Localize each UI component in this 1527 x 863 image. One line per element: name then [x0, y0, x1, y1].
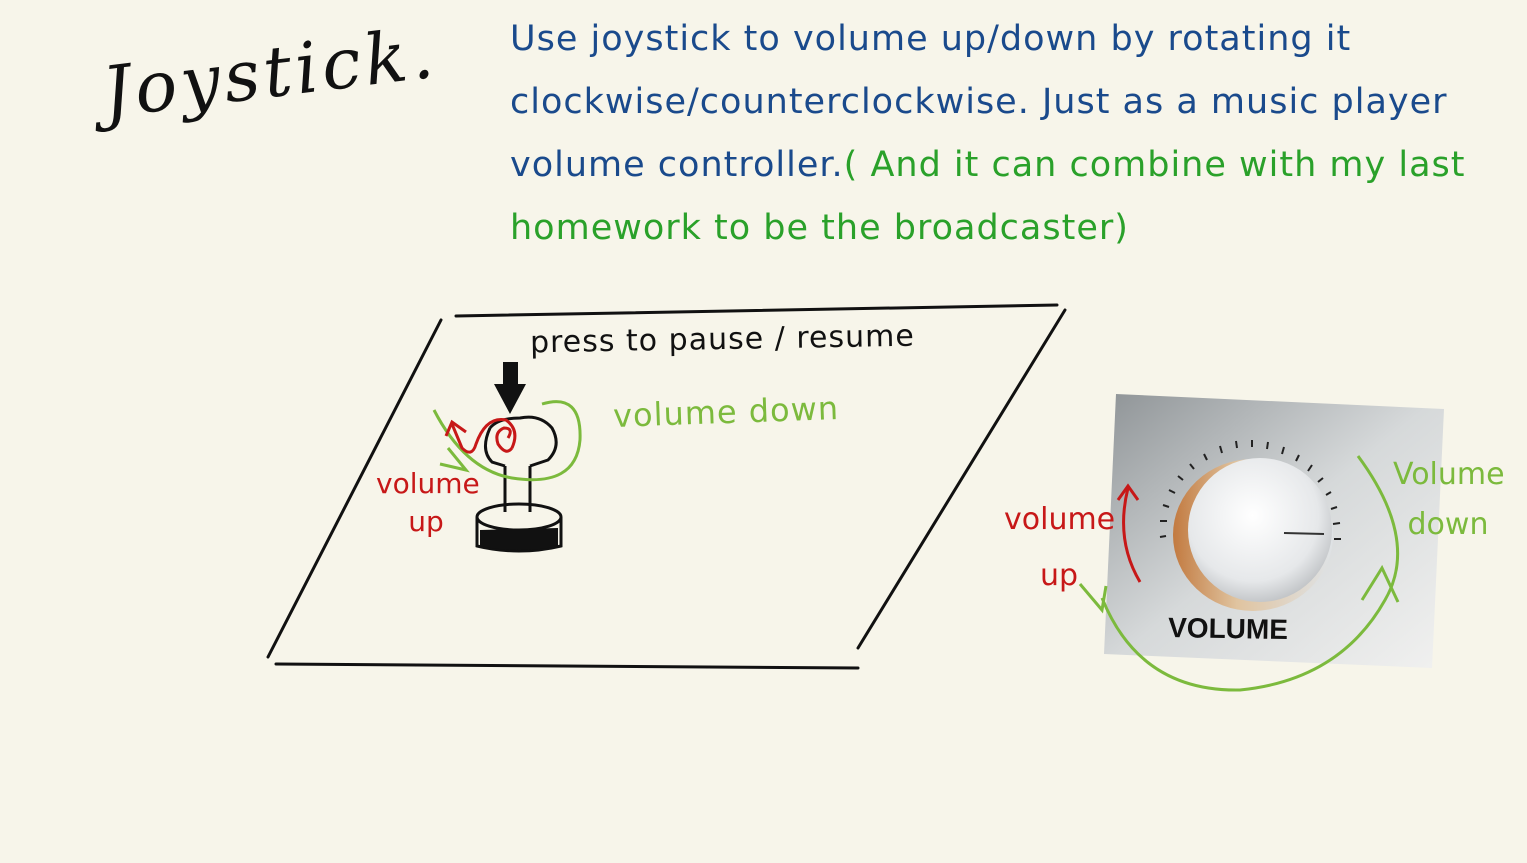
- press-label: press to pause / resume: [529, 318, 916, 361]
- volume-down-arrow-icon: [432, 400, 582, 482]
- volume-knob-image: VOLUME: [1104, 394, 1444, 668]
- joystick-board: [266, 303, 1067, 670]
- joystick-volume-up-label: volume up: [376, 467, 480, 538]
- knob-volume-down-label: Volume down: [1393, 457, 1505, 542]
- joystick-volume-down-label: volume down: [612, 389, 840, 435]
- joystick-icon: [475, 362, 563, 553]
- description: Use joystick to volume up/down by rotati…: [510, 8, 1500, 260]
- knob-volume-up-arrow-icon: [1122, 487, 1142, 583]
- knob-volume-down-arrow-icon: [1100, 455, 1400, 692]
- description-note: ( And it can combine with my last homewo…: [510, 145, 1466, 248]
- press-down-arrow-icon: [494, 362, 526, 414]
- volume-up-arrow-icon: [450, 418, 517, 454]
- description-main: Use joystick to volume up/down by rotati…: [510, 19, 1448, 185]
- knob-volume-up-label: volume up: [1004, 502, 1116, 593]
- knob-label: VOLUME: [1168, 612, 1288, 645]
